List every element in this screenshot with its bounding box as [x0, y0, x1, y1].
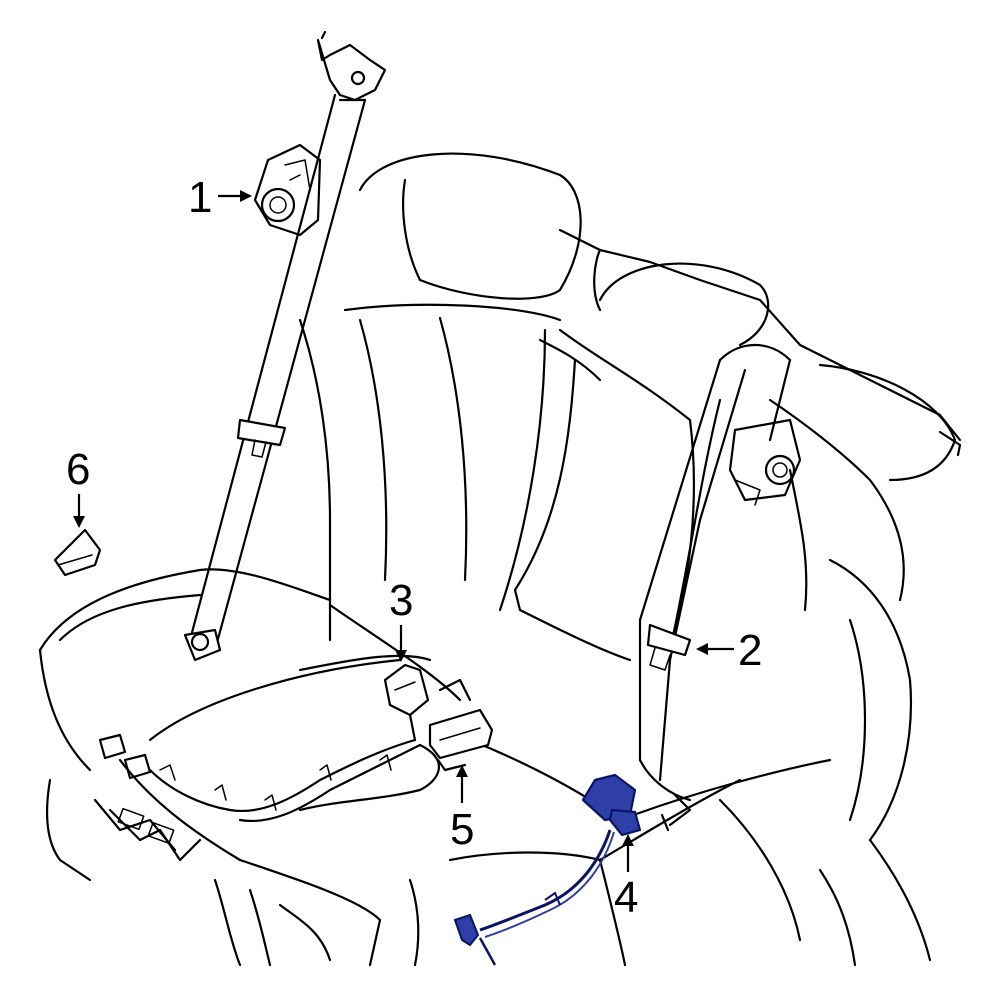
callout-3: 3: [389, 576, 413, 662]
callout-2-label: 2: [738, 626, 762, 675]
callout-1-label: 1: [188, 173, 212, 222]
part-3-seat-belt-buckle: [98, 663, 441, 822]
callout-4-label: 4: [614, 873, 638, 922]
part-2-seat-belt-retractor-right: [638, 343, 802, 832]
callout-2: 2: [696, 626, 762, 675]
callout-5-label: 5: [450, 805, 474, 854]
callout-5: 5: [450, 765, 474, 854]
callout-4: 4: [614, 834, 638, 922]
part-5-buckle-bracket: [428, 678, 494, 772]
callout-6-label: 6: [66, 445, 90, 494]
seat-cushion: [38, 558, 932, 967]
callout-3-label: 3: [389, 576, 413, 625]
part-4-seat-belt-buckle-highlighted: [453, 773, 642, 966]
part-6-trim-cap: [53, 528, 102, 577]
callout-6: 6: [66, 445, 90, 528]
part-1-seat-belt-retractor-left: [183, 30, 387, 662]
callout-1: 1: [188, 173, 252, 222]
